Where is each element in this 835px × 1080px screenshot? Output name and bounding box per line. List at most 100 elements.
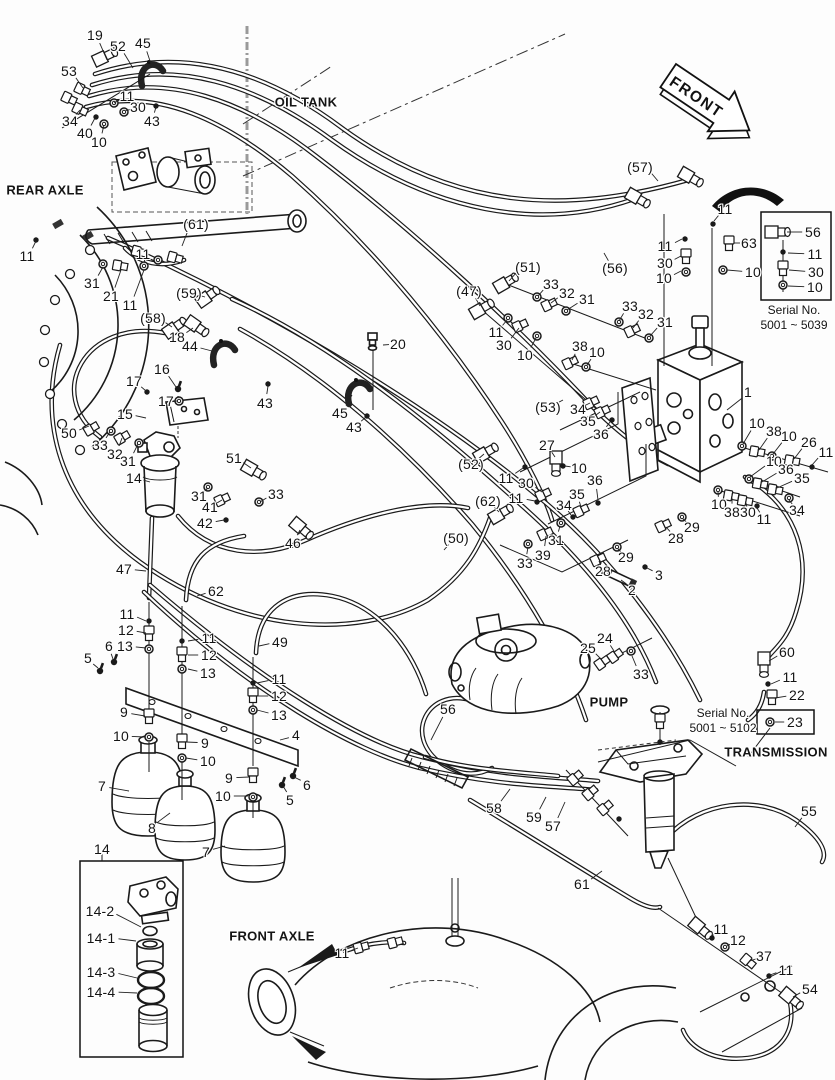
- callout-11: 11: [334, 945, 350, 961]
- label-transmission: TRANSMISSION: [724, 744, 828, 760]
- callout-27: 27: [539, 437, 555, 453]
- callout-57: 57: [545, 818, 561, 834]
- label-pump: PUMP: [589, 694, 629, 710]
- callout-31: 31: [548, 532, 564, 548]
- callout-39: 39: [535, 547, 551, 563]
- callout-52: (52): [458, 456, 484, 472]
- callout-11: 11: [756, 511, 772, 527]
- callout-34: 34: [789, 502, 805, 518]
- callout-7: 7: [202, 844, 210, 860]
- callout-36: 36: [778, 461, 794, 477]
- callout-6: 6: [105, 638, 113, 654]
- callout-54: 54: [802, 981, 818, 997]
- callout-32: 32: [107, 446, 123, 462]
- callout-14-3: 14-3: [86, 964, 116, 980]
- callout-50: (50): [443, 530, 469, 546]
- callout-13: 13: [200, 665, 216, 681]
- callout-23: 23: [787, 714, 803, 730]
- callout-13: 13: [271, 707, 287, 723]
- callout-11: 11: [713, 921, 729, 937]
- callout-30: 30: [657, 255, 673, 271]
- callout-10: 10: [656, 270, 672, 286]
- callout-11: 11: [201, 630, 217, 646]
- callout-33: 33: [268, 486, 284, 502]
- callout-14-2: 14-2: [85, 903, 115, 919]
- callout-26: 26: [801, 434, 817, 450]
- leader-lines: [31, 42, 819, 998]
- callout-20: 20: [390, 336, 406, 352]
- callout-50: 50: [61, 425, 77, 441]
- callout-36: 36: [587, 472, 603, 488]
- callout-55: 55: [801, 803, 817, 819]
- callout-44: 44: [182, 338, 198, 354]
- callout-33: 33: [622, 298, 638, 314]
- callout-57: (57): [627, 159, 653, 175]
- callout-10: 10: [91, 134, 107, 150]
- callout-10: 10: [200, 753, 216, 769]
- callout-11: 11: [119, 88, 135, 104]
- callout-32: 32: [559, 285, 575, 301]
- callout-30: 30: [496, 337, 512, 353]
- callout-10: 10: [807, 279, 823, 295]
- callout-33: 33: [633, 666, 649, 682]
- callout-10: 10: [745, 264, 761, 280]
- callout-11: 11: [119, 606, 135, 622]
- callout-9: 9: [201, 735, 209, 751]
- callout-62: 62: [208, 583, 224, 599]
- callout-10: 10: [113, 728, 129, 744]
- callout-43: 43: [144, 113, 160, 129]
- callout-14: 14: [94, 841, 110, 857]
- components: FRONT: [0, 60, 832, 1080]
- callout-40: 40: [77, 125, 93, 141]
- label-oil-tank: OIL TANK: [274, 94, 338, 110]
- callout-34: 34: [62, 113, 78, 129]
- callout-7: 7: [98, 778, 106, 794]
- callout-9: 9: [225, 770, 233, 786]
- callout-11: 11: [135, 246, 151, 262]
- callout-43: 43: [346, 419, 362, 435]
- callout-29: 29: [684, 519, 700, 535]
- callout-10: 10: [517, 347, 533, 363]
- serial-caption-bottom-right: Serial No. 5001 ~ 5102: [689, 706, 756, 736]
- callout-30: 30: [130, 99, 146, 115]
- callout-47: 47: [116, 561, 132, 577]
- callout-38: 38: [766, 423, 782, 439]
- callout-56: 56: [440, 701, 456, 717]
- callout-5: 5: [286, 792, 294, 808]
- callout-10: 10: [571, 460, 587, 476]
- callout-11: 11: [271, 671, 287, 687]
- callout-35: 35: [580, 413, 596, 429]
- callout-34: 34: [556, 497, 572, 513]
- callout-11: 11: [508, 490, 524, 506]
- serial-caption-top-right: Serial No. 5001 ~ 5039: [760, 303, 827, 333]
- callout-41: 41: [202, 499, 218, 515]
- callout-53: 53: [61, 63, 77, 79]
- callout-58: (58): [140, 310, 166, 326]
- fittings: [33, 47, 815, 1010]
- callout-8: 8: [148, 820, 156, 836]
- callout-14-4: 14-4: [86, 984, 116, 1000]
- callout-11: 11: [807, 246, 823, 262]
- callout-22: 22: [789, 687, 805, 703]
- callout-11: 11: [19, 248, 35, 264]
- callout-61: (61): [183, 216, 209, 232]
- callout-31: 31: [120, 453, 136, 469]
- callout-4: 4: [292, 727, 300, 743]
- callout-45: 45: [135, 35, 151, 51]
- callout-11: 11: [122, 297, 138, 313]
- callout-35: 35: [569, 486, 585, 502]
- direction-swoosh: [712, 187, 784, 212]
- callout-42: 42: [197, 515, 213, 531]
- callout-17: 17: [158, 393, 174, 409]
- callout-43: 43: [257, 395, 273, 411]
- callout-51: (51): [515, 259, 541, 275]
- callout-47: (47): [456, 283, 482, 299]
- callout-58: 58: [486, 800, 502, 816]
- callout-31: 31: [657, 314, 673, 330]
- callout-51: 51: [226, 450, 242, 466]
- callout-30: 30: [808, 264, 824, 280]
- callout-35: 35: [794, 470, 810, 486]
- callout-11: 11: [488, 324, 504, 340]
- callout-2: 2: [628, 582, 636, 598]
- serial-line2: 5001 ~ 5102: [689, 721, 757, 735]
